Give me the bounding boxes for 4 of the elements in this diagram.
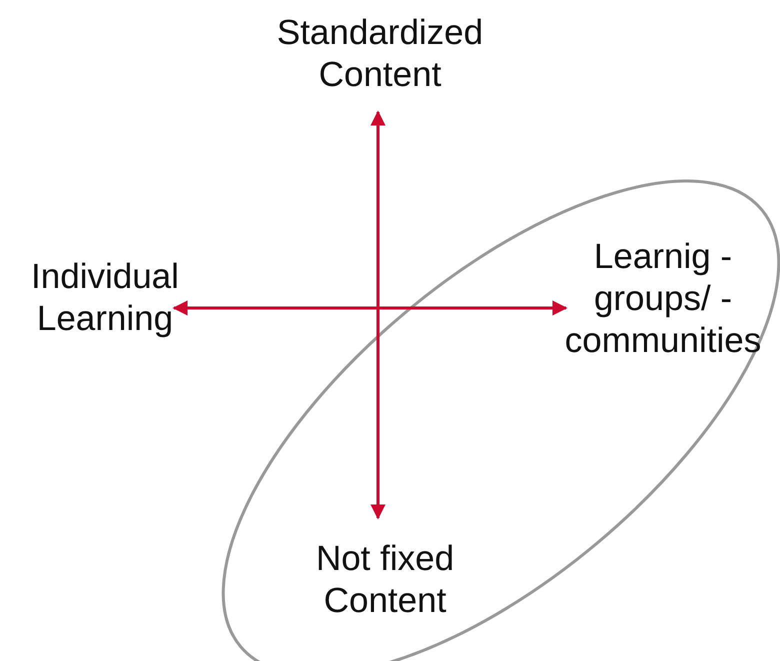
axis-label: Individual Learning bbox=[30, 256, 180, 340]
axis-label: Learnig -groups/ -communities bbox=[564, 236, 762, 362]
axis-label: Standardized Content bbox=[276, 12, 484, 96]
axis-label: Not fixed Content bbox=[314, 538, 456, 622]
